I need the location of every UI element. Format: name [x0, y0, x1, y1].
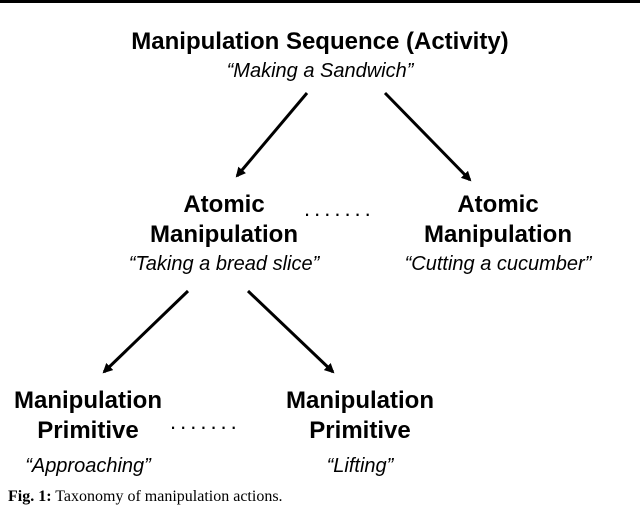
atomic-manipulation-node-left: Atomic Manipulation “Taking a bread slic…	[104, 190, 344, 278]
arrow-atomic-to-approaching	[102, 289, 190, 374]
caption-text: Taxonomy of manipulation actions.	[55, 488, 283, 505]
atomic-title-line2: Manipulation	[150, 221, 298, 248]
atomic-example: “Cutting a cucumber”	[404, 253, 592, 275]
manipulation-primitive-node-right: Manipulation Primitive “Lifting”	[272, 386, 448, 480]
atomic-title-line2: Manipulation	[424, 221, 572, 248]
figure-caption: Fig. 1: Taxonomy of manipulation actions…	[8, 488, 283, 506]
primitive-example: “Lifting”	[326, 455, 394, 477]
activity-node: Manipulation Sequence (Activity) “Making…	[100, 27, 540, 85]
primitive-example: “Approaching”	[25, 455, 151, 477]
activity-example: “Making a Sandwich”	[226, 60, 414, 82]
primitive-title-line2: Primitive	[37, 417, 139, 444]
activity-title: Manipulation Sequence (Activity)	[131, 28, 509, 55]
arrow-root-to-left	[235, 92, 309, 178]
atomic-example: “Taking a bread slice”	[128, 253, 320, 275]
arrow-root-to-right	[383, 91, 472, 182]
primitive-title-line1: Manipulation	[14, 387, 162, 414]
atomic-title-line1: Atomic	[457, 191, 539, 218]
atomic-manipulation-node-right: Atomic Manipulation “Cutting a cucumber”	[378, 190, 618, 278]
atomic-title-line1: Atomic	[183, 191, 265, 218]
level2-ellipsis: .......	[304, 196, 375, 221]
manipulation-primitive-node-left: Manipulation Primitive “Approaching”	[0, 386, 176, 480]
primitive-title-line2: Primitive	[309, 417, 411, 444]
primitive-title-line1: Manipulation	[286, 387, 434, 414]
level3-ellipsis: .......	[170, 409, 241, 434]
arrow-atomic-to-lifting	[246, 289, 335, 374]
top-rule	[0, 0, 640, 3]
caption-label: Fig. 1:	[8, 488, 52, 505]
